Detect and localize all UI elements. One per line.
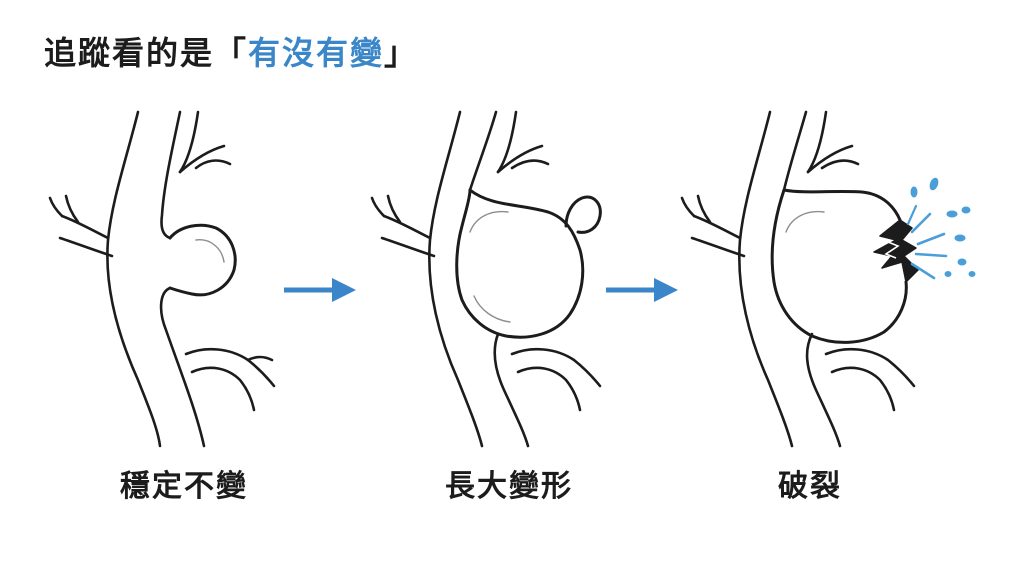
stage-label-stable: 穩定不變 [120, 469, 248, 504]
title-close-bracket: 」 [384, 34, 419, 72]
title-open-bracket: 「 [214, 34, 249, 72]
title-highlight: 有沒有變 [248, 34, 385, 72]
aneurysm-large [455, 188, 602, 339]
rupture-tear [873, 219, 919, 283]
aneurysm-small [168, 223, 237, 297]
stage-label-ruptured: 破裂 [778, 469, 842, 504]
title-prefix: 追蹤看的是 [44, 34, 215, 72]
vessel-ruptured [680, 110, 916, 448]
vessel-enlarged [370, 110, 602, 448]
arrow-2 [606, 278, 678, 302]
aneurysm-ruptured [770, 188, 908, 344]
page-title: 追蹤看的是「有沒有變」 [44, 28, 418, 78]
stage-label-enlarged: 長大變形 [445, 469, 573, 504]
blood-splash [906, 177, 976, 280]
vessel-stable [48, 110, 276, 448]
arrow-1 [284, 278, 356, 302]
